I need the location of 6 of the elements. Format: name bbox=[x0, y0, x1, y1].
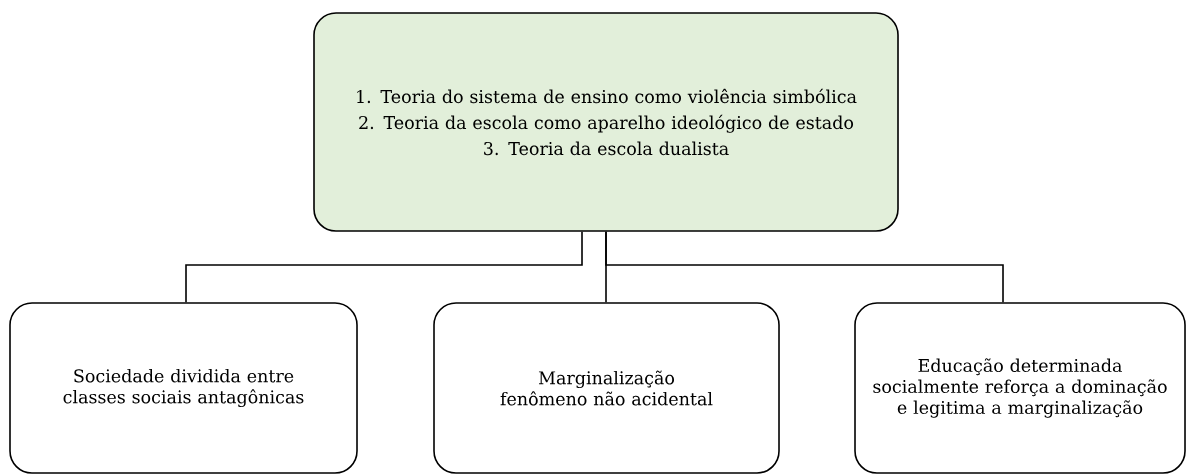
theory-box: 1. Teoria do sistema de ensino como violência simbólica 2. Teoria da escola como aparelho ideológico de estado 3. Teoria da escola dualista bbox=[313, 12, 899, 232]
text-box: Marginalização fenômeno não acidental bbox=[433, 302, 780, 474]
text-box: Sociedade dividida entre classes sociais antagônicas bbox=[9, 302, 358, 474]
connector-line bbox=[605, 231, 1004, 303]
connector-line bbox=[185, 231, 583, 303]
text-box: Educação determinada socialmente reforça a dominação e legitima a marginalização bbox=[854, 302, 1186, 474]
